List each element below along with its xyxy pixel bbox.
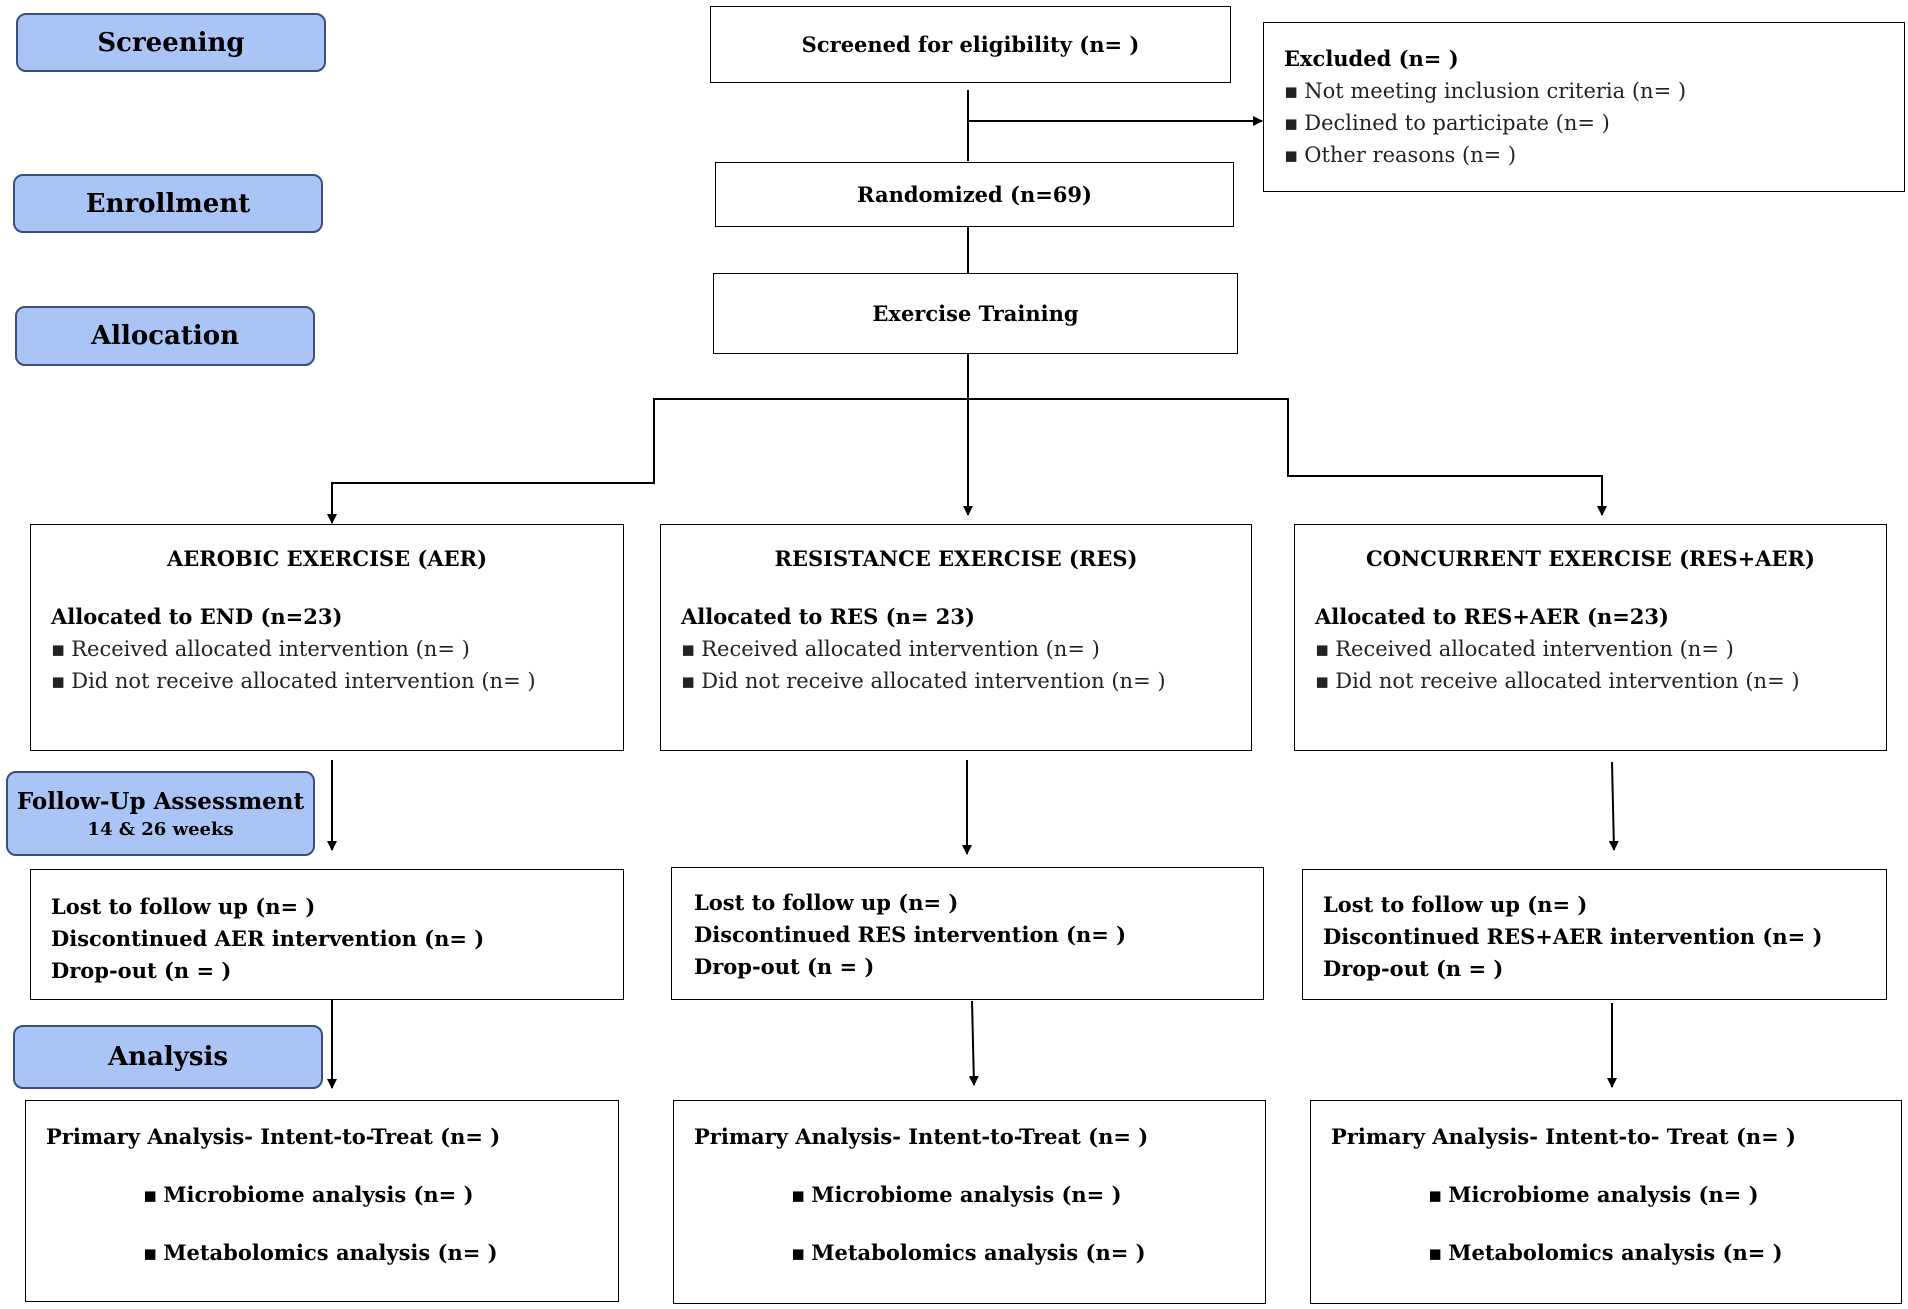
analysis-metabolomics: Metabolomics analysis (n= ) [791,1237,1245,1269]
arm-allocated: Allocated to RES (n= 23) [681,604,975,629]
stage-followup-sublabel: 14 & 26 weeks [87,818,234,840]
stage-enrollment-label: Enrollment [85,188,251,219]
arm-not-received: Did not receive allocated intervention (… [1315,665,1866,697]
arm-not-received: Did not receive allocated intervention (… [51,665,603,697]
followup-discontinued: Discontinued AER intervention (n= ) [51,926,485,951]
analysis-box-aer: Primary Analysis- Intent-to-Treat (n= ) … [25,1100,619,1302]
followup-discontinued: Discontinued RES+AER intervention (n= ) [1323,924,1823,949]
excluded-item: Not meeting inclusion criteria (n= ) [1284,75,1884,107]
followup-dropout: Drop-out (n = ) [51,958,232,983]
analysis-metabolomics: Metabolomics analysis (n= ) [1428,1237,1881,1269]
stage-followup: Follow-Up Assessment 14 & 26 weeks [6,771,315,856]
arm-title: CONCURRENT EXERCISE (RES+AER) [1366,546,1815,571]
analysis-metabolomics: Metabolomics analysis (n= ) [143,1237,598,1269]
stage-analysis: Analysis [13,1025,323,1089]
analysis-primary: Primary Analysis- Intent-to-Treat (n= ) [46,1124,501,1149]
screened-box: Screened for eligibility (n= ) [710,6,1231,83]
analysis-box-concurrent: Primary Analysis- Intent-to- Treat (n= )… [1310,1100,1902,1304]
randomized-box: Randomized (n=69) [715,162,1234,227]
analysis-primary: Primary Analysis- Intent-to- Treat (n= ) [1331,1124,1796,1149]
arm-not-received: Did not receive allocated intervention (… [681,665,1231,697]
stage-enrollment: Enrollment [13,174,323,233]
arm-box-concurrent: CONCURRENT EXERCISE (RES+AER) Allocated … [1294,524,1887,751]
excluded-title: Excluded (n= ) [1284,46,1459,71]
analysis-box-res: Primary Analysis- Intent-to-Treat (n= ) … [673,1100,1266,1304]
stage-allocation: Allocation [15,306,315,366]
stage-screening-label: Screening [97,27,245,58]
stage-followup-label: Follow-Up Assessment [16,787,305,815]
screened-label: Screened for eligibility (n= ) [801,32,1140,57]
arm-title: AEROBIC EXERCISE (AER) [166,546,488,571]
arm-box-aer: AEROBIC EXERCISE (AER) Allocated to END … [30,524,624,751]
followup-lost: Lost to follow up (n= ) [694,890,959,915]
arm-box-res: RESISTANCE EXERCISE (RES) Allocated to R… [660,524,1252,751]
stage-allocation-label: Allocation [90,321,240,351]
arm-allocated: Allocated to END (n=23) [51,604,343,629]
analysis-microbiome: Microbiome analysis (n= ) [791,1179,1245,1211]
exercise-training-box: Exercise Training [713,273,1238,354]
arm-title: RESISTANCE EXERCISE (RES) [774,546,1138,571]
followup-box-concurrent: Lost to follow up (n= ) Discontinued RES… [1302,869,1887,1000]
followup-dropout: Drop-out (n = ) [1323,956,1504,981]
followup-box-aer: Lost to follow up (n= ) Discontinued AER… [30,869,624,1000]
followup-lost: Lost to follow up (n= ) [51,894,316,919]
arm-received: Received allocated intervention (n= ) [1315,633,1866,665]
excluded-item: Other reasons (n= ) [1284,139,1884,171]
excluded-box: Excluded (n= ) Not meeting inclusion cri… [1263,22,1905,192]
arm-received: Received allocated intervention (n= ) [51,633,603,665]
followup-box-res: Lost to follow up (n= ) Discontinued RES… [671,867,1264,1000]
arm-allocated: Allocated to RES+AER (n=23) [1315,604,1669,629]
followup-discontinued: Discontinued RES intervention (n= ) [694,922,1127,947]
analysis-microbiome: Microbiome analysis (n= ) [143,1179,598,1211]
analysis-microbiome: Microbiome analysis (n= ) [1428,1179,1881,1211]
excluded-item: Declined to participate (n= ) [1284,107,1884,139]
stage-screening: Screening [16,13,326,72]
stage-analysis-label: Analysis [107,1042,229,1072]
followup-lost: Lost to follow up (n= ) [1323,892,1588,917]
followup-dropout: Drop-out (n = ) [694,954,875,979]
arm-received: Received allocated intervention (n= ) [681,633,1231,665]
exercise-training-label: Exercise Training [872,301,1079,326]
analysis-primary: Primary Analysis- Intent-to-Treat (n= ) [694,1124,1149,1149]
randomized-label: Randomized (n=69) [857,182,1092,207]
